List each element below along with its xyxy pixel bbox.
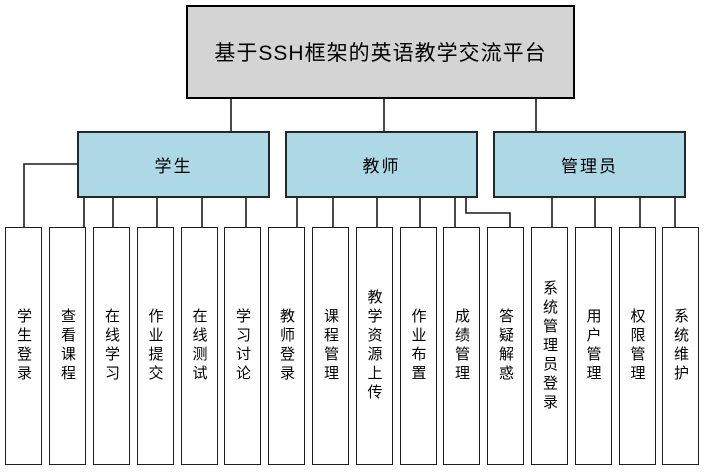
leaf-system-maintenance: 系统维护 (662, 227, 699, 465)
leaf-course-management: 课程管理 (312, 227, 349, 465)
node-teacher-label: 教师 (362, 157, 401, 176)
node-student: 学生 (77, 131, 270, 198)
leaf-teaching-resource-upload: 教学资源上传 (355, 227, 393, 465)
leaf-learning-discussion-label: 学习讨论 (234, 308, 251, 384)
node-admin: 管理员 (493, 131, 686, 198)
leaf-learning-discussion: 学习讨论 (224, 227, 261, 465)
leaf-permission-management: 权限管理 (618, 227, 656, 465)
node-teacher: 教师 (285, 131, 478, 198)
leaf-online-testing-label: 在线测试 (190, 308, 208, 384)
leaf-grade-management: 成绩管理 (443, 227, 480, 465)
leaf-permission-management-label: 权限管理 (628, 308, 646, 384)
leaf-user-management-label: 用户管理 (584, 308, 602, 384)
leaf-homework-submission: 作业提交 (136, 227, 174, 465)
leaf-teacher-login: 教师登录 (268, 227, 305, 465)
connector-teacher-c6 (465, 198, 511, 227)
leaf-teacher-login-label: 教师登录 (278, 308, 295, 384)
connector-student-login (23, 163, 77, 227)
leaf-homework-submission-label: 作业提交 (146, 308, 164, 384)
leaf-system-admin-login-label: 系统管理员登录 (541, 279, 558, 413)
leaf-homework-assignment-label: 作业布置 (409, 308, 427, 384)
leaf-qa-answering-label: 答疑解惑 (497, 308, 514, 384)
node-student-label: 学生 (154, 157, 193, 176)
leaf-online-testing: 在线测试 (180, 227, 218, 465)
leaf-view-courses: 查看课程 (49, 227, 86, 465)
leaf-grade-management-label: 成绩管理 (453, 308, 470, 384)
leaf-view-courses-label: 查看课程 (59, 308, 76, 384)
page-title: 基于SSH框架的英语教学交流平台 (214, 42, 547, 65)
leaf-course-management-label: 课程管理 (322, 308, 339, 384)
leaf-qa-answering: 答疑解惑 (487, 227, 524, 465)
root-node-title: 基于SSH框架的英语教学交流平台 (186, 5, 575, 99)
leaf-system-admin-login: 系统管理员登录 (531, 227, 568, 465)
leaf-online-learning-label: 在线学习 (103, 308, 120, 384)
leaf-teaching-resource-upload-label: 教学资源上传 (365, 289, 383, 403)
leaf-homework-assignment: 作业布置 (399, 227, 437, 465)
leaf-student-login-label: 学生登录 (15, 308, 32, 384)
leaf-system-maintenance-label: 系统维护 (672, 308, 689, 384)
node-admin-label: 管理员 (561, 157, 618, 176)
leaf-student-login: 学生登录 (5, 227, 42, 465)
leaf-user-management: 用户管理 (574, 227, 612, 465)
leaf-online-learning: 在线学习 (93, 227, 130, 465)
